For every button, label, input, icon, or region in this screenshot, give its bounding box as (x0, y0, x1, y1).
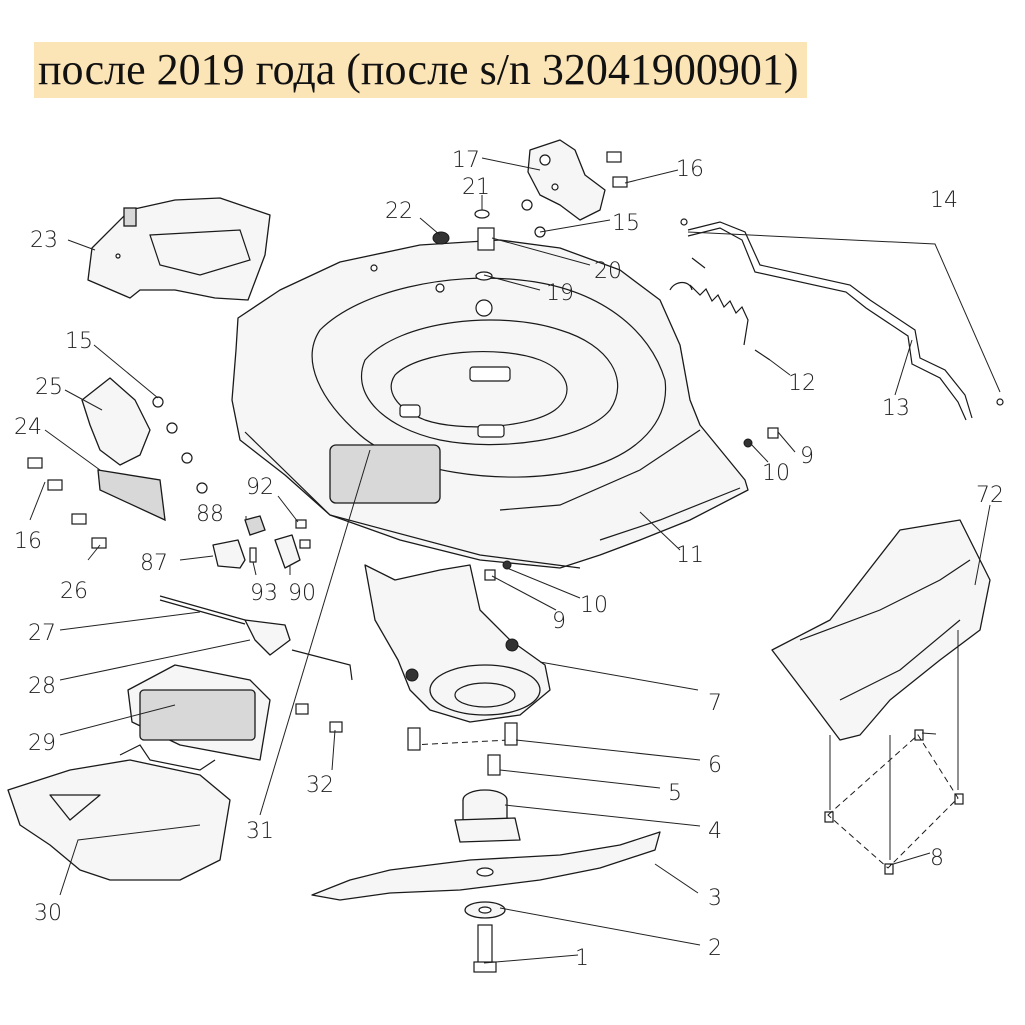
callout-15-top: 15 (612, 211, 640, 236)
callout-23: 23 (30, 228, 58, 253)
callout-29: 29 (28, 731, 56, 756)
callout-1: 1 (575, 946, 589, 971)
height-bracket-17 (521, 139, 628, 238)
callout-72: 72 (976, 483, 1004, 508)
callout-17: 17 (452, 148, 480, 173)
callout-15-left: 15 (65, 329, 93, 354)
callout-16-top: 16 (676, 157, 704, 182)
callout-24: 24 (14, 415, 42, 440)
height-rod-13 (680, 218, 1004, 421)
callout-92: 92 (246, 475, 274, 500)
callout-8: 8 (930, 846, 944, 871)
mulch-plug-29 (127, 664, 271, 761)
blade-adapter-4 (454, 789, 521, 843)
mower-deck (231, 239, 749, 569)
callout-27: 27 (28, 621, 56, 646)
callout-4: 4 (708, 819, 722, 844)
callout-10-right: 10 (762, 461, 790, 486)
blade-bolt (464, 901, 506, 973)
callout-6: 6 (708, 753, 722, 778)
callout-12: 12 (788, 371, 816, 396)
callout-3: 3 (708, 886, 722, 911)
callout-5: 5 (668, 781, 682, 806)
callout-21: 21 (462, 175, 490, 200)
callout-26: 26 (60, 579, 88, 604)
leader-lines (29, 157, 1001, 964)
callout-19: 19 (546, 281, 574, 306)
callout-14: 14 (930, 188, 958, 213)
callout-10-lower: 10 (580, 593, 608, 618)
callout-87: 87 (140, 551, 168, 576)
callout-20: 20 (594, 259, 622, 284)
left-height-bracket (27, 377, 208, 549)
callout-30: 30 (34, 901, 62, 926)
callout-13: 13 (882, 396, 910, 421)
callout-25: 25 (35, 375, 63, 400)
front-cover-72 (771, 519, 991, 875)
callout-11: 11 (676, 543, 704, 568)
callout-2: 2 (708, 936, 722, 961)
rear-cover-23 (87, 197, 271, 301)
spring-12 (669, 281, 771, 361)
mulch-rod-27 (159, 595, 353, 733)
callout-32: 32 (306, 773, 334, 798)
callout-16-left: 16 (14, 529, 42, 554)
blade-3 (311, 831, 661, 901)
deck-screws (484, 427, 779, 581)
spindle-hardware (432, 209, 495, 281)
rear-deflector-30 (7, 744, 231, 881)
callout-28: 28 (28, 674, 56, 699)
callout-9-right: 9 (800, 444, 814, 469)
callout-93: 93 (250, 581, 278, 606)
callout-88: 88 (196, 502, 224, 527)
mulch-lever-parts (212, 515, 311, 569)
callout-labels: 1 2 3 4 5 6 7 8 9 9 10 10 11 12 13 14 15… (14, 148, 1004, 971)
callout-22: 22 (385, 199, 413, 224)
callout-31: 31 (246, 819, 274, 844)
page-title: после 2019 года (после s/n 32041900901) (34, 42, 807, 98)
callout-7: 7 (708, 691, 722, 716)
callout-9-lower: 9 (552, 609, 566, 634)
blade-adapter-plate-7 (364, 564, 551, 776)
callout-90: 90 (288, 581, 316, 606)
